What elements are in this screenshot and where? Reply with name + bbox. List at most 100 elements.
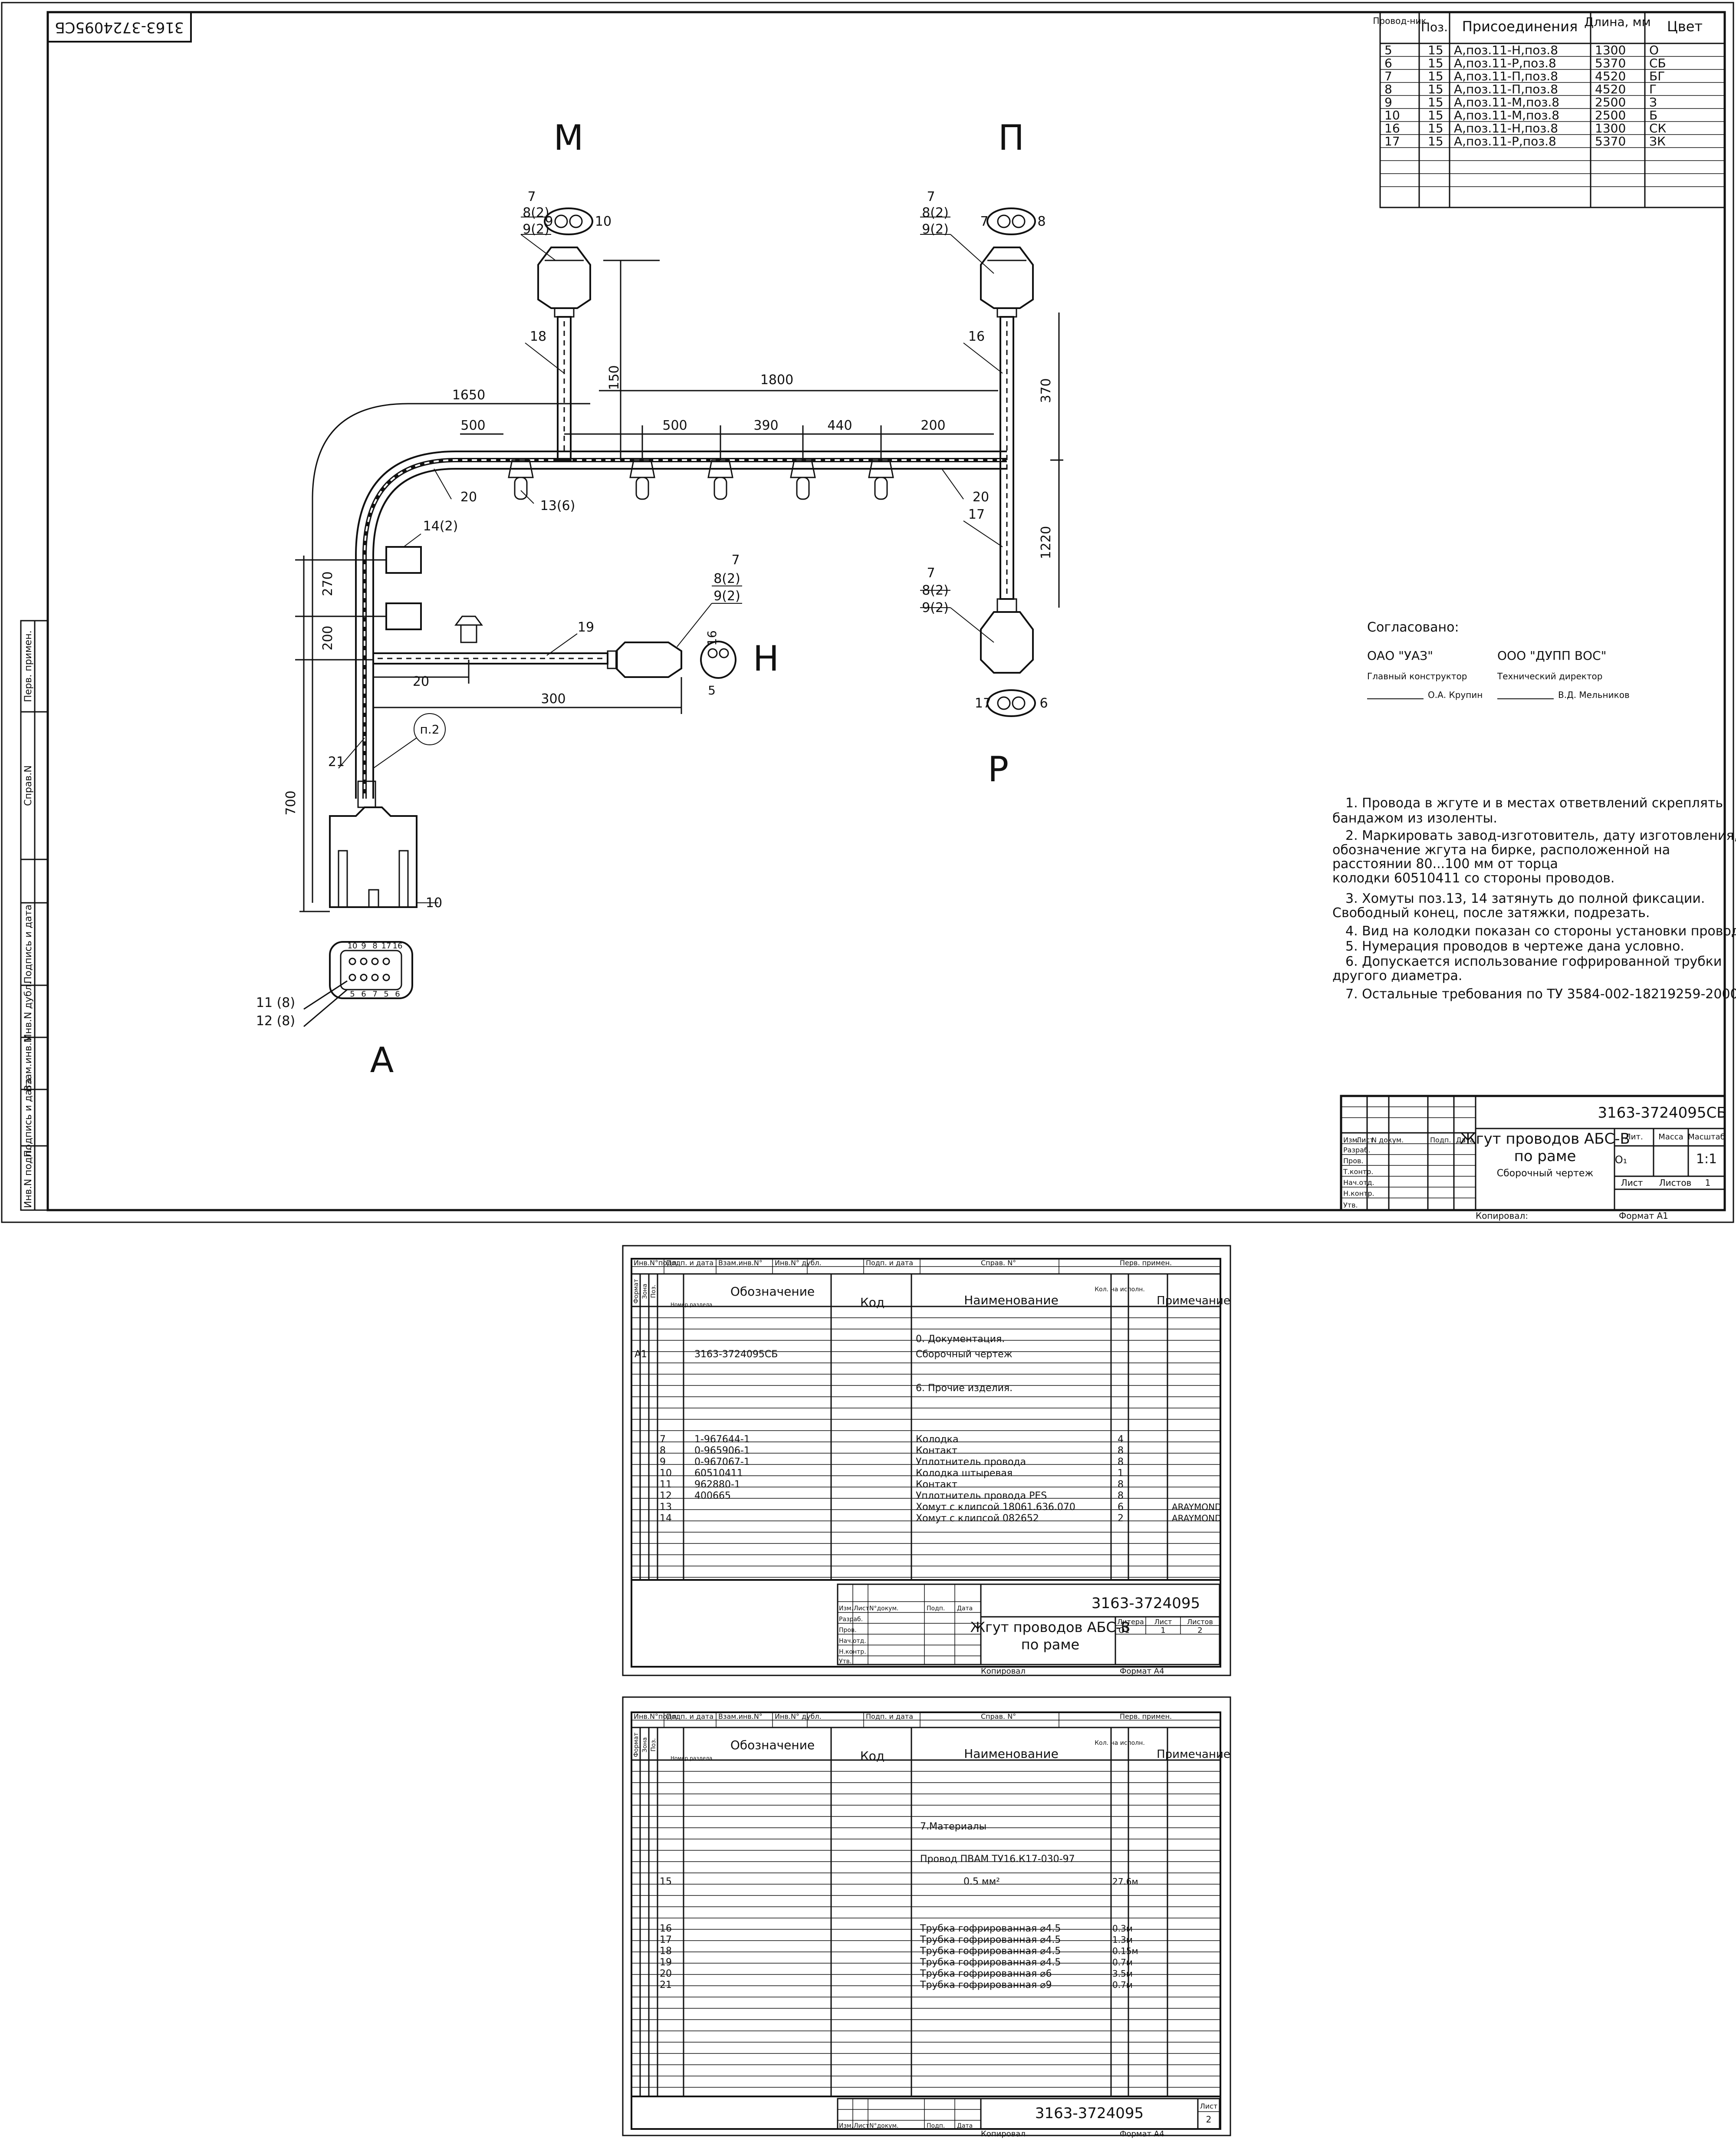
dim-150: 150	[607, 365, 622, 390]
m-callout-8: 8(2)	[523, 205, 549, 220]
spec2-row-pos: 21	[660, 1980, 672, 1991]
title-scale: 1:1	[1696, 1152, 1717, 1167]
dim-370: 370	[1039, 378, 1054, 403]
p-pin-7: 7	[980, 214, 988, 229]
spec2-row-name: Трубка гофрированная ⌀6	[920, 1968, 1052, 1979]
spec1-head-designation: Обозначение	[730, 1284, 815, 1299]
spec2-head-pos: Поз.	[650, 1738, 657, 1752]
wire-row-connection: А,поз.11-Н,поз.8	[1454, 121, 1558, 135]
title-block: 3163-3724095СБ Жгут проводов АБС-В по ра…	[1340, 1095, 1727, 1221]
wire-row-color: СК	[1649, 121, 1667, 135]
spec1-format: Формат А4	[1120, 1667, 1164, 1676]
dim-1650: 1650	[452, 388, 485, 403]
callout-14: 14(2)	[423, 519, 458, 534]
spec1-row-qty: 1	[1118, 1468, 1124, 1479]
spec1-row-qty: 8	[1118, 1457, 1124, 1467]
spec2-row-lines	[631, 1771, 1220, 2088]
dim-500a: 500	[460, 418, 485, 433]
spec1-row-qty: 2	[1118, 1513, 1124, 1524]
callout-10: 10	[426, 895, 442, 911]
title-role-3: Подп.	[1430, 1136, 1451, 1144]
a-pin-bottom-4: 5	[384, 990, 388, 999]
spec1-title-name-2: по раме	[1021, 1636, 1079, 1653]
spec2-strip-0: Инв.N°подл.	[634, 1712, 679, 1721]
spec1-strip-0: Инв.N°подл.	[634, 1259, 679, 1267]
spec1-head-section: Номер раздела	[671, 1302, 712, 1308]
n-pin-16: 16	[705, 630, 719, 646]
spec2-role-1: Лист	[854, 2122, 869, 2129]
wire-row-length: 2500	[1595, 95, 1626, 109]
title-name-2: по раме	[1514, 1148, 1576, 1165]
notes: 1. Провода в жгуте и в местах ответвлени…	[1332, 796, 1736, 1002]
spec2-row-pos: 19	[660, 1957, 672, 1968]
spec2-row-qty: 27.6м	[1112, 1876, 1138, 1887]
spec1-title-lit-value: О1	[1118, 1626, 1130, 1635]
view-label-m: М	[553, 118, 583, 158]
callout-20a: 20	[460, 490, 477, 505]
wire-row-length: 1300	[1595, 121, 1626, 135]
spec2-head-designation: Обозначение	[730, 1738, 815, 1752]
title-sheets-count: 1	[1705, 1178, 1711, 1188]
wire-row-conductor: 17	[1384, 134, 1400, 148]
spec1-head-note: Примечание	[1157, 1294, 1230, 1307]
spec1-row-name: Сборочный чертеж	[916, 1349, 1013, 1360]
spec2-row-name: Трубка гофрированная ⌀4.5	[920, 1946, 1061, 1957]
wire-row-connection: А,поз.11-П,поз.8	[1454, 82, 1558, 96]
title-head-scale: Масштаб	[1688, 1132, 1725, 1142]
spec2-head-format: Формат	[633, 1733, 640, 1757]
dim-1800: 1800	[760, 372, 793, 388]
title-role-8: Нач.отд.	[1343, 1178, 1374, 1187]
spec1-title-sheet-value: 1	[1161, 1626, 1165, 1635]
callout-17: 17	[968, 507, 985, 522]
dimension-labels: 1650 1800 500 500 390 440 200 150 370 12…	[283, 365, 1054, 815]
wire-row-connection: А,поз.11-М,поз.8	[1454, 95, 1559, 109]
note-line-8: Свободный конец, после затяжки, подрезат…	[1332, 905, 1650, 921]
spec-sheet-1: Инв.N°подл. Подп. и дата Взам.инв.N° Инв…	[622, 1245, 1231, 1676]
title-role-7: Т.контр.	[1343, 1168, 1373, 1176]
wire-row-connection: А,поз.11-М,поз.8	[1454, 108, 1559, 122]
wire-row-connection: А,поз.11-Р,поз.8	[1454, 56, 1556, 70]
approval-org-1: ОАО "УАЗ"	[1367, 648, 1433, 663]
spec1-row-name: Хомут с клипсой 082652	[916, 1513, 1039, 1524]
spec1-role-0: Изм.	[839, 1605, 853, 1612]
spec1-row-format: А1	[635, 1349, 647, 1360]
spec-sheet-2: Инв.N°подл. Подп. и дата Взам.инв.N° Инв…	[622, 1696, 1231, 2139]
spec1-title-name-1: Жгут проводов АБС-В	[970, 1619, 1131, 1635]
spec2-row-pos: 15	[660, 1876, 672, 1887]
note-line-1: 1. Провода в жгуте и в местах ответвлени…	[1345, 796, 1723, 811]
n-callout-8: 8(2)	[713, 571, 740, 586]
spec1-row-qty: 8	[1118, 1445, 1124, 1456]
note-line-2: бандажом из изоленты.	[1332, 811, 1497, 826]
spec1-row-note: ARAYMOND	[1172, 1502, 1221, 1512]
wire-row-connection: А,поз.11-Н,поз.8	[1454, 43, 1558, 57]
title-format: Формат А1	[1619, 1211, 1668, 1221]
wire-row-color: БГ	[1649, 69, 1665, 83]
note-line-3: 2. Маркировать завод-изготовитель, дату …	[1345, 828, 1736, 843]
note-line-13: 7. Остальные требования по ТУ 3584-002-1…	[1345, 987, 1736, 1002]
r-callout-8: 8(2)	[922, 583, 949, 598]
spec2-strip-3: Инв.N° дубл.	[775, 1712, 822, 1721]
dim-270: 270	[320, 571, 335, 596]
spec1-row-designation: 400665	[694, 1491, 731, 1501]
title-role-4: Дата	[1456, 1136, 1474, 1144]
spec1-strip-1: Подп. и дата	[666, 1259, 713, 1267]
side-label-replace: Взам.инв.N	[23, 1036, 34, 1092]
p-callout-7: 7	[927, 189, 935, 204]
a-pin-top-5: 16	[393, 941, 403, 951]
spec1-row-name: 6. Прочие изделия.	[916, 1383, 1013, 1394]
spec2-head-qty: Кол. на исполн.	[1095, 1740, 1145, 1747]
spec1-role-6: Пров.	[839, 1627, 857, 1634]
title-role-6: Пров.	[1343, 1157, 1364, 1165]
a-pin-top-1: 10	[348, 941, 358, 951]
title-code: 3163-3724095СБ	[1598, 1104, 1726, 1122]
side-label-sign2: Подпись и дата	[23, 1078, 34, 1157]
n-callout-7: 7	[731, 553, 740, 568]
a-callout-12: 12 (8)	[256, 1013, 295, 1029]
dim-20: 20	[413, 674, 429, 689]
callout-19: 19	[578, 620, 594, 635]
wire-row-connection: А,поз.11-Р,поз.8	[1454, 134, 1556, 148]
wire-row-length: 2500	[1595, 108, 1626, 122]
spec2-row-qty: 1.3м	[1112, 1935, 1133, 1945]
side-label-first-use: Перв. примен.	[23, 630, 34, 702]
title-role-2: N докум.	[1371, 1136, 1404, 1144]
